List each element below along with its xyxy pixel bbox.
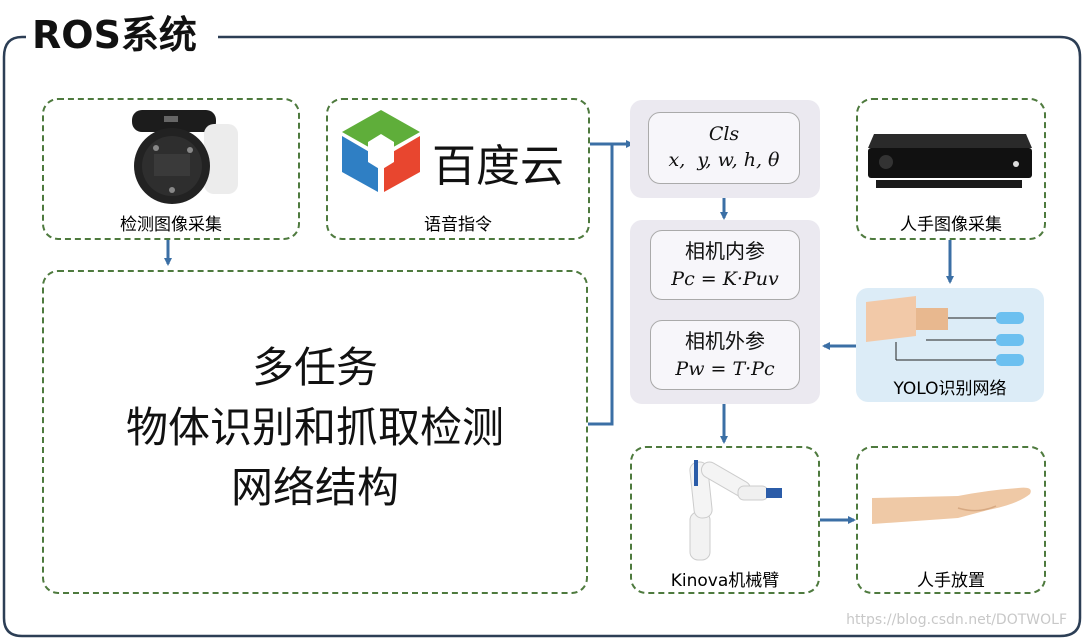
network-line3: 网络结构 (230, 463, 399, 512)
baidu-cloud-logo-icon (342, 110, 420, 192)
detect-capture-label: 检测图像采集 (120, 215, 222, 235)
intrinsic-formula: Pc = K·Puv (671, 268, 779, 290)
network-node: 多任务 物体识别和抓取检测 网络结构 (42, 270, 588, 594)
detect-capture-node: 检测图像采集 (42, 98, 300, 240)
open-hand-icon (872, 487, 1031, 524)
hand-capture-label: 人手图像采集 (900, 215, 1002, 235)
cls-label: Cls (708, 123, 740, 145)
network-title: 多任务 物体识别和抓取检测 网络结构 (44, 338, 586, 518)
extrinsic-formula: Pw = T·Pc (675, 358, 775, 380)
baidu-cloud-brand: 百度云 (432, 141, 564, 192)
voice-command-label: 语音指令 (424, 215, 492, 235)
yolo-label: YOLO识别网络 (893, 379, 1007, 399)
output-vector-node: Cls x, y, w, h, θ (648, 112, 800, 184)
network-line2: 物体识别和抓取检测 (125, 403, 504, 452)
kinect-sensor-icon (868, 134, 1032, 188)
extrinsic-title: 相机外参 (685, 329, 765, 353)
network-line1: 多任务 (251, 343, 378, 392)
frame-title: ROS系统 (26, 10, 203, 60)
robot-arm-icon (689, 460, 782, 561)
depth-camera-icon (132, 110, 238, 204)
place-label: 人手放置 (917, 571, 985, 591)
kinova-label: Kinova机械臂 (670, 571, 780, 591)
extrinsic-node: 相机外参 Pw = T·Pc (650, 320, 800, 390)
arrow-network-to-output (588, 140, 634, 426)
watermark: https://blog.csdn.net/DOTWOLF (846, 612, 1067, 628)
place-node: 人手放置 (856, 446, 1046, 594)
bbox-params: x, y, w, h, θ (668, 149, 780, 171)
ros-frame (2, 35, 1082, 638)
kinova-node: Kinova机械臂 (630, 446, 820, 594)
baidu-cloud-node: 百度云 语音指令 (326, 98, 590, 240)
hand-capture-node: 人手图像采集 (856, 98, 1046, 240)
intrinsic-title: 相机内参 (685, 239, 765, 263)
intrinsic-node: 相机内参 Pc = K·Puv (650, 230, 800, 300)
yolo-node: YOLO识别网络 (856, 288, 1044, 402)
yolo-network-icon (866, 296, 1024, 366)
